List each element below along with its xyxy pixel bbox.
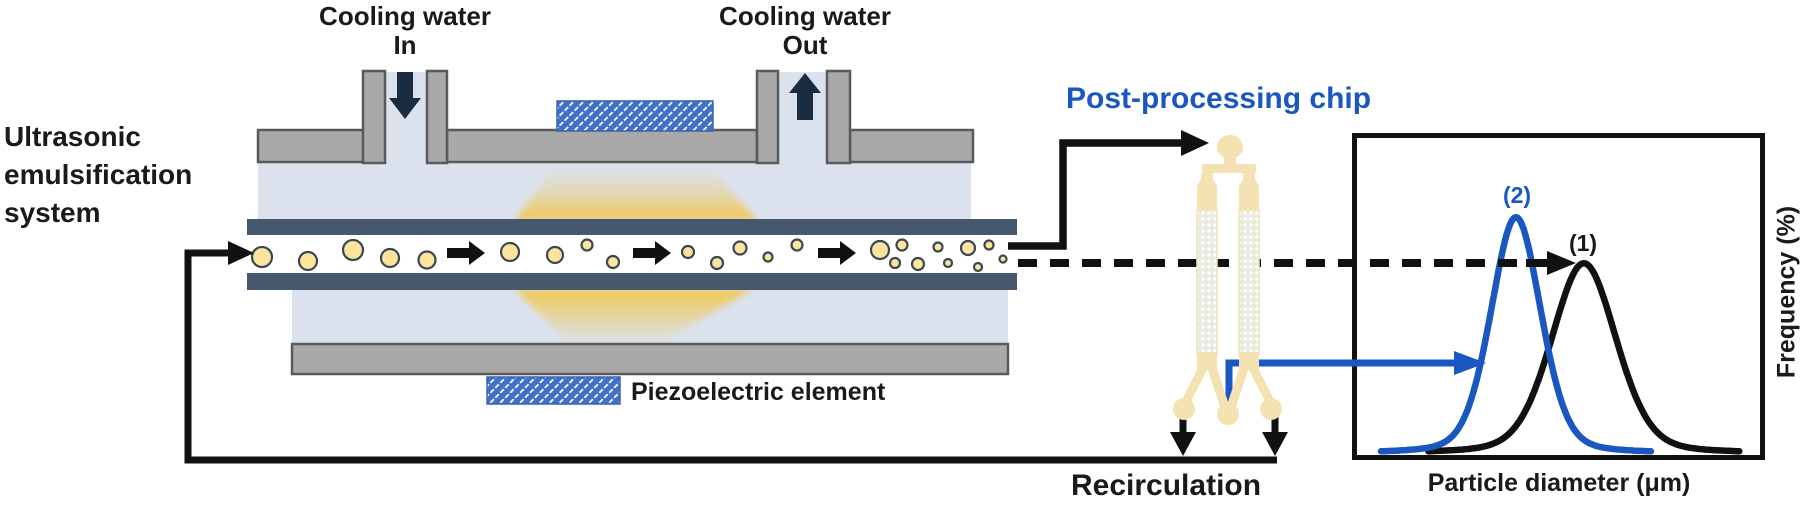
chip-outlet-down-arrow-icon — [1262, 432, 1288, 456]
droplet — [972, 261, 984, 273]
droplet — [341, 238, 365, 262]
flow-arrow-icon — [447, 241, 485, 265]
piezoelectric-element-label: Piezoelectric element — [631, 378, 886, 406]
droplet — [790, 238, 804, 252]
system-title-line2: emulsification — [4, 159, 193, 190]
cooling-out-arrow-icon — [789, 73, 821, 120]
recirculation-arrowhead-icon — [228, 241, 254, 265]
curve-2-annotation: (2) — [1502, 182, 1532, 208]
post-processing-chip-title: Post-processing chip — [1066, 82, 1372, 115]
to-chip-arrowhead-icon — [1181, 130, 1209, 156]
dashed-arrowhead-icon — [1547, 251, 1576, 275]
droplet — [732, 240, 748, 256]
cooling-water-out-label: Cooling water Out — [715, 2, 895, 60]
chip-to-chart-blue-arrow — [1225, 351, 1486, 409]
droplet — [942, 257, 954, 269]
chip-outlet-port — [1173, 398, 1195, 420]
curve-1-annotation: (1) — [1568, 230, 1598, 256]
recirculation-label: Recirculation — [1071, 469, 1262, 502]
droplet — [680, 244, 696, 260]
cooling-water-in-line1: Cooling water — [319, 1, 491, 31]
housing-plates — [256, 69, 1010, 376]
emulsion-droplets — [250, 238, 1008, 273]
droplet — [910, 256, 926, 272]
piezoelectric-element-top — [556, 100, 714, 132]
droplet — [417, 250, 437, 270]
droplet — [998, 254, 1008, 264]
droplet — [709, 255, 725, 271]
cooling-water-out-line2: Out — [782, 30, 828, 60]
chart-y-axis-label: Frequency (%) — [1772, 205, 1801, 379]
droplet — [932, 241, 944, 253]
piezoelectric-element-bottom — [486, 376, 621, 405]
cooling-water-in-line2: In — [393, 30, 417, 60]
droplet — [983, 239, 995, 251]
droplet — [297, 250, 319, 272]
droplet — [605, 254, 621, 270]
droplet — [959, 239, 977, 257]
droplet — [895, 238, 909, 252]
droplet — [762, 251, 774, 263]
channel-to-chip-line — [1008, 130, 1209, 250]
chip-outlet-down-arrow-icon — [1170, 432, 1196, 456]
flow-arrows — [447, 241, 856, 265]
dashed-bypass-arrow — [1018, 251, 1576, 275]
droplet — [545, 245, 565, 265]
droplet — [250, 245, 274, 269]
blue-arrowhead-icon — [1454, 351, 1486, 375]
recirculation-loop — [184, 241, 1288, 464]
distribution-curves — [1377, 213, 1743, 455]
packed-bead-column — [1196, 209, 1218, 355]
chip-outlet-port — [1217, 403, 1239, 425]
chart-x-axis-label: Particle diameter (μm) — [1427, 469, 1691, 497]
droplet — [379, 247, 401, 269]
distribution-chart — [1352, 133, 1765, 460]
droplet — [888, 256, 902, 270]
droplet — [499, 241, 521, 263]
cooling-water-in-label: Cooling water In — [315, 2, 495, 60]
ultrasonic-focus-glow — [515, 167, 757, 346]
system-title-line1: Ultrasonic — [4, 121, 141, 152]
distribution-curve-1 — [1425, 259, 1743, 455]
packed-bead-column — [1238, 209, 1260, 355]
flow-arrow-icon — [633, 241, 671, 265]
chip-outlet-port — [1260, 398, 1282, 420]
droplet — [869, 239, 891, 261]
distribution-curve-2 — [1377, 213, 1655, 455]
system-title: Ultrasonic emulsification system — [4, 118, 192, 232]
system-title-line3: system — [4, 197, 101, 228]
droplet — [580, 238, 594, 252]
flow-arrow-icon — [818, 241, 856, 265]
cooling-water-out-line1: Cooling water — [719, 1, 891, 31]
post-processing-chip-graphic — [1173, 135, 1282, 425]
cooling-in-arrow-icon — [389, 72, 421, 119]
